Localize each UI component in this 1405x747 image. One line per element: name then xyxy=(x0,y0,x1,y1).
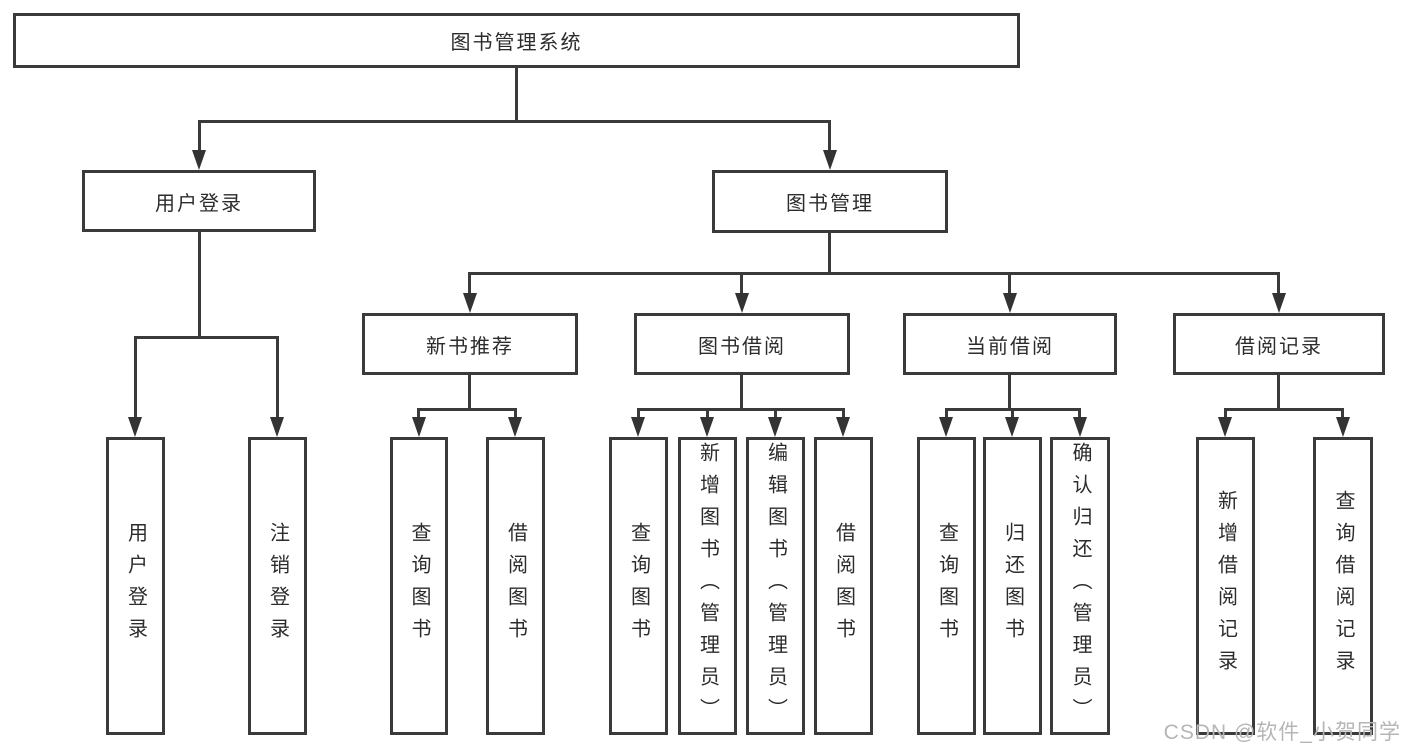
node-new-book-recommend: 新书推荐 xyxy=(362,313,578,375)
arrow-down-icon xyxy=(128,417,142,437)
arrow-down-icon xyxy=(700,417,714,437)
connector-drop-cb-query xyxy=(945,408,948,419)
arrow-down-icon xyxy=(1003,293,1017,313)
leaf-cb-confirm-return-admin-label: 确认归还（管理员） xyxy=(1069,442,1091,730)
connector-drop-borrowing-records xyxy=(1277,272,1280,295)
node-new-book-recommend-label: 新书推荐 xyxy=(426,335,514,358)
connector-br-branch xyxy=(1224,408,1344,411)
node-book-management: 图书管理 xyxy=(712,170,948,233)
leaf-logout: 注销登录 xyxy=(248,437,307,735)
arrow-down-icon xyxy=(192,150,206,170)
arrow-down-icon xyxy=(939,417,953,437)
connector-drop-br-add xyxy=(1224,408,1227,419)
connector-drop-bb-borrow xyxy=(842,408,845,419)
arrow-down-icon xyxy=(1005,417,1019,437)
connector-drop-user-login xyxy=(134,336,137,419)
node-borrowing-records: 借阅记录 xyxy=(1173,313,1385,375)
csdn-watermark: CSDN @软件_小贺同学 xyxy=(1163,721,1401,744)
leaf-logout-label: 注销登录 xyxy=(266,522,289,650)
leaf-bb-add-books-admin: 新增图书（管理员） xyxy=(678,437,737,735)
arrow-down-icon xyxy=(631,417,645,437)
leaf-bb-edit-books-admin: 编辑图书（管理员） xyxy=(746,437,805,735)
leaf-nb-borrow-books: 借阅图书 xyxy=(486,437,545,735)
leaf-br-add-record: 新增借阅记录 xyxy=(1196,437,1255,735)
connector-bb-trunk xyxy=(740,375,743,411)
connector-br-trunk xyxy=(1277,375,1280,411)
connector-drop-bb-query xyxy=(637,408,640,419)
leaf-bb-borrow-books: 借阅图书 xyxy=(814,437,873,735)
leaf-cb-return-books-label: 归还图书 xyxy=(1001,522,1024,650)
leaf-br-query-record-label: 查询借阅记录 xyxy=(1332,490,1354,682)
leaf-bb-query-books-label: 查询图书 xyxy=(627,522,650,650)
connector-bb-branch xyxy=(637,408,845,411)
connector-nb-branch xyxy=(417,408,517,411)
leaf-bb-borrow-books-label: 借阅图书 xyxy=(832,522,855,650)
connector-drop-book-management xyxy=(828,120,831,152)
leaf-br-query-record: 查询借阅记录 xyxy=(1313,437,1373,735)
connector-book-management-branch xyxy=(468,272,1280,275)
arrow-down-icon xyxy=(270,417,284,437)
arrow-down-icon xyxy=(463,293,477,313)
node-current-borrowing: 当前借阅 xyxy=(903,313,1117,375)
connector-drop-bb-edit xyxy=(774,408,777,419)
connector-drop-nb-query xyxy=(417,408,420,419)
arrow-down-icon xyxy=(836,417,850,437)
node-borrowing-records-label: 借阅记录 xyxy=(1235,335,1323,358)
connector-root-branch xyxy=(198,120,831,123)
leaf-br-add-record-label: 新增借阅记录 xyxy=(1214,490,1237,682)
leaf-cb-query-books: 查询图书 xyxy=(917,437,976,735)
arrow-down-icon xyxy=(412,417,426,437)
arrow-down-icon xyxy=(1073,417,1087,437)
leaf-user-login-label: 用户登录 xyxy=(124,522,147,650)
node-root: 图书管理系统 xyxy=(13,13,1020,68)
node-root-label: 图书管理系统 xyxy=(450,32,583,54)
arrow-down-icon xyxy=(1272,293,1286,313)
connector-drop-new-book-recommend xyxy=(468,272,471,295)
arrow-down-icon xyxy=(1218,417,1232,437)
leaf-nb-borrow-books-label: 借阅图书 xyxy=(504,522,527,650)
leaf-nb-query-books-label: 查询图书 xyxy=(408,522,430,650)
node-book-management-label: 图书管理 xyxy=(786,193,874,215)
leaf-bb-edit-books-admin-label: 编辑图书（管理员） xyxy=(764,442,787,730)
connector-book-management-trunk xyxy=(828,233,831,275)
arrow-down-icon xyxy=(508,417,522,437)
connector-drop-cb-return xyxy=(1011,408,1014,419)
connector-root-trunk xyxy=(515,68,518,123)
node-user-login-group-label: 用户登录 xyxy=(155,192,243,215)
leaf-nb-query-books: 查询图书 xyxy=(390,437,448,735)
arrow-down-icon xyxy=(735,293,749,313)
connector-drop-cb-confirm xyxy=(1078,408,1081,419)
node-user-login-group: 用户登录 xyxy=(82,170,316,232)
connector-drop-nb-borrow xyxy=(514,408,517,419)
connector-user-login-trunk xyxy=(198,232,201,339)
leaf-bb-query-books: 查询图书 xyxy=(609,437,668,735)
connector-drop-br-query xyxy=(1341,408,1344,419)
node-book-borrowing: 图书借阅 xyxy=(634,313,850,375)
leaf-cb-return-books: 归还图书 xyxy=(983,437,1042,735)
arrow-down-icon xyxy=(1336,417,1350,437)
connector-drop-current-borrowing xyxy=(1008,272,1011,295)
leaf-bb-add-books-admin-label: 新增图书（管理员） xyxy=(696,442,719,730)
leaf-cb-query-books-label: 查询图书 xyxy=(935,522,958,650)
connector-cb-trunk xyxy=(1008,375,1011,411)
connector-nb-trunk xyxy=(468,375,471,411)
node-book-borrowing-label: 图书借阅 xyxy=(698,335,786,358)
connector-drop-book-borrowing xyxy=(740,272,743,295)
node-current-borrowing-label: 当前借阅 xyxy=(966,335,1054,358)
leaf-cb-confirm-return-admin: 确认归还（管理员） xyxy=(1050,437,1110,735)
arrow-down-icon xyxy=(823,150,837,170)
connector-drop-logout xyxy=(276,336,279,419)
connector-drop-user-login-group xyxy=(198,120,201,152)
leaf-user-login: 用户登录 xyxy=(106,437,165,735)
arrow-down-icon xyxy=(768,417,782,437)
connector-drop-bb-add xyxy=(706,408,709,419)
connector-user-login-branch xyxy=(134,336,279,339)
